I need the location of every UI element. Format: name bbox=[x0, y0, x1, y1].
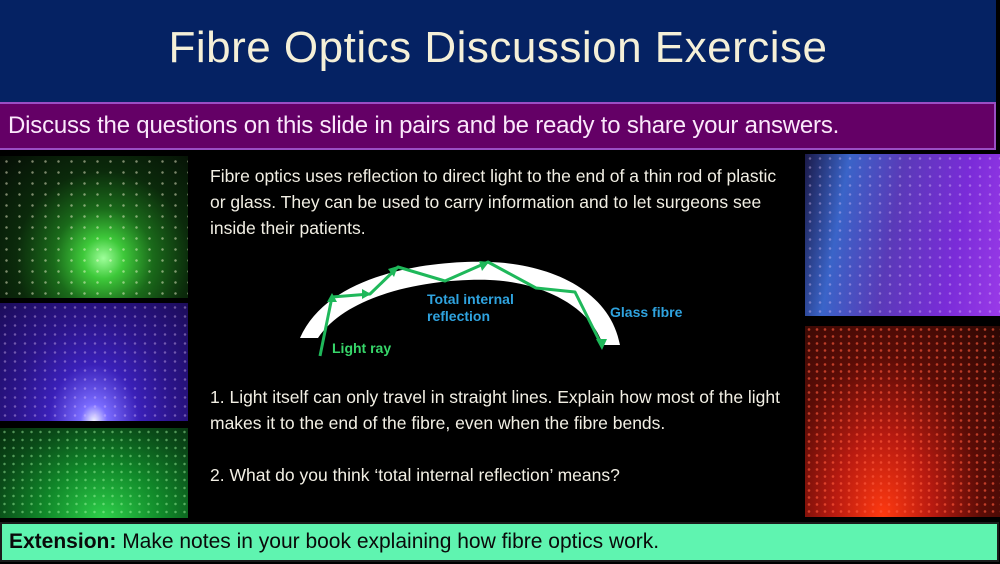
image-purple-fibre-bundle bbox=[805, 154, 1000, 316]
slide-title: Fibre Optics Discussion Exercise bbox=[168, 23, 828, 72]
extension-content: Extension: Make notes in your book expla… bbox=[2, 530, 659, 554]
question-2: 2. What do you think ‘total internal ref… bbox=[210, 465, 620, 485]
extension-text: Make notes in your book explaining how f… bbox=[116, 530, 660, 553]
fibre-diagram: Total internal reflection Glass fibre Li… bbox=[290, 250, 710, 370]
label-light-ray: Light ray bbox=[332, 340, 392, 356]
intro-paragraph: Fibre optics uses reflection to direct l… bbox=[210, 166, 777, 238]
question-1: 1. Light itself can only travel in strai… bbox=[210, 387, 781, 433]
label-total-internal-reflection: Total internal reflection bbox=[427, 291, 514, 324]
title-bar: Fibre Optics Discussion Exercise bbox=[0, 0, 996, 102]
questions-list: 1. Light itself can only travel in strai… bbox=[210, 384, 795, 488]
label-glass-fibre: Glass fibre bbox=[610, 304, 683, 320]
image-red-fibre-strands bbox=[805, 326, 1000, 517]
image-green-fibre-burst bbox=[0, 156, 188, 298]
image-green-fibre-strands bbox=[0, 428, 188, 518]
fibre-arc-illustration bbox=[300, 260, 620, 357]
instruction-banner: Discuss the questions on this slide in p… bbox=[0, 102, 996, 150]
extension-label: Extension: bbox=[9, 530, 117, 553]
instruction-text: Discuss the questions on this slide in p… bbox=[8, 112, 840, 139]
image-blue-fibre-lamp bbox=[0, 303, 188, 421]
extension-banner: Extension: Make notes in your book expla… bbox=[0, 522, 999, 562]
